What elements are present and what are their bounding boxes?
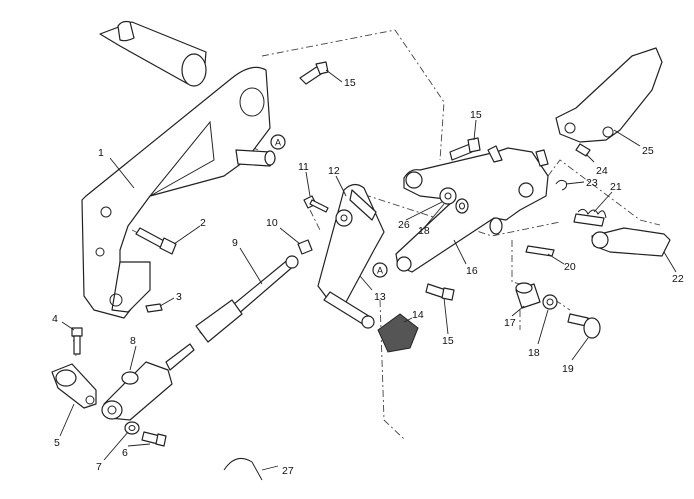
- callout-8: 8: [130, 335, 136, 347]
- part-24-screw: [575, 143, 591, 157]
- callout-22: 22: [672, 273, 684, 285]
- reference-mark-a-upper-label: A: [275, 138, 281, 148]
- callout-2: 2: [200, 217, 206, 229]
- callout-20: 20: [564, 261, 576, 273]
- callout-15-middle: 15: [470, 109, 482, 121]
- part-3-pin: [145, 303, 163, 313]
- part-26-washer: [455, 198, 469, 214]
- callout-18-upper: 18: [418, 225, 430, 237]
- part-15-bolt-middle: [449, 137, 481, 161]
- part-7-washer: [124, 421, 140, 435]
- part-6-bolt: [141, 431, 167, 447]
- part-11-bolt: [303, 195, 329, 213]
- part-10-nut: [297, 239, 313, 255]
- callout-15-lower: 15: [442, 335, 454, 347]
- callout-5: 5: [54, 437, 60, 449]
- callout-16: 16: [466, 265, 478, 277]
- callout-12: 12: [328, 165, 340, 177]
- part-18-washer-upper: [439, 187, 457, 205]
- callout-3: 3: [176, 291, 182, 303]
- part-20-pin: [525, 245, 555, 257]
- part-9-rod: [195, 255, 299, 343]
- leader-lines: [59, 69, 677, 471]
- callout-14: 14: [412, 309, 424, 321]
- callout-17: 17: [504, 317, 516, 329]
- part-21-spring: [573, 208, 607, 227]
- part-25-heel-guard: [555, 47, 663, 143]
- part-4-bolt: [71, 327, 83, 355]
- callout-labels: 1 2 3 4 5 6 7 8 9 10 11 12 13 14 15 15 1…: [52, 77, 684, 477]
- part-16-right-bracket: [395, 145, 549, 273]
- callout-25: 25: [642, 145, 654, 157]
- callout-18-lower: 18: [528, 347, 540, 359]
- part-2-bolt: [135, 227, 177, 255]
- reference-mark-a-upper: A: [270, 134, 286, 150]
- part-1-left-bracket: [81, 20, 276, 319]
- part-22-brake-pedal: [591, 227, 671, 257]
- callout-1: 1: [98, 147, 104, 159]
- callout-19: 19: [562, 363, 574, 375]
- callout-4: 4: [52, 313, 58, 325]
- part-19-shoulder-bolt: [567, 313, 601, 339]
- part-15-bolt-top: [299, 61, 329, 85]
- part-14-rubber-peg: [377, 313, 419, 353]
- part-27-clip: [223, 457, 263, 481]
- callout-10: 10: [266, 217, 278, 229]
- part-23-clip: [555, 179, 567, 191]
- callout-27: 27: [282, 465, 294, 477]
- part-18-washer-lower: [542, 294, 558, 310]
- part-5-clevis: [51, 363, 97, 409]
- callout-13: 13: [374, 291, 386, 303]
- callout-15-top: 15: [344, 77, 356, 89]
- callout-9: 9: [232, 237, 238, 249]
- part-17-bushing: [515, 282, 541, 309]
- callout-21: 21: [610, 181, 622, 193]
- part-15-bolt-lower: [425, 283, 455, 301]
- callout-6: 6: [122, 447, 128, 459]
- part-13-lever: [317, 183, 385, 329]
- reference-mark-a-lower: A: [372, 262, 388, 278]
- callout-26: 26: [398, 219, 410, 231]
- reference-mark-a-lower-label: A: [377, 266, 383, 276]
- callout-24: 24: [596, 165, 608, 177]
- callout-11: 11: [298, 161, 309, 173]
- callout-7: 7: [96, 461, 102, 473]
- callout-23: 23: [586, 177, 598, 189]
- assembly-guide-lines: [71, 29, 661, 441]
- part-8-master-cylinder: [101, 343, 195, 421]
